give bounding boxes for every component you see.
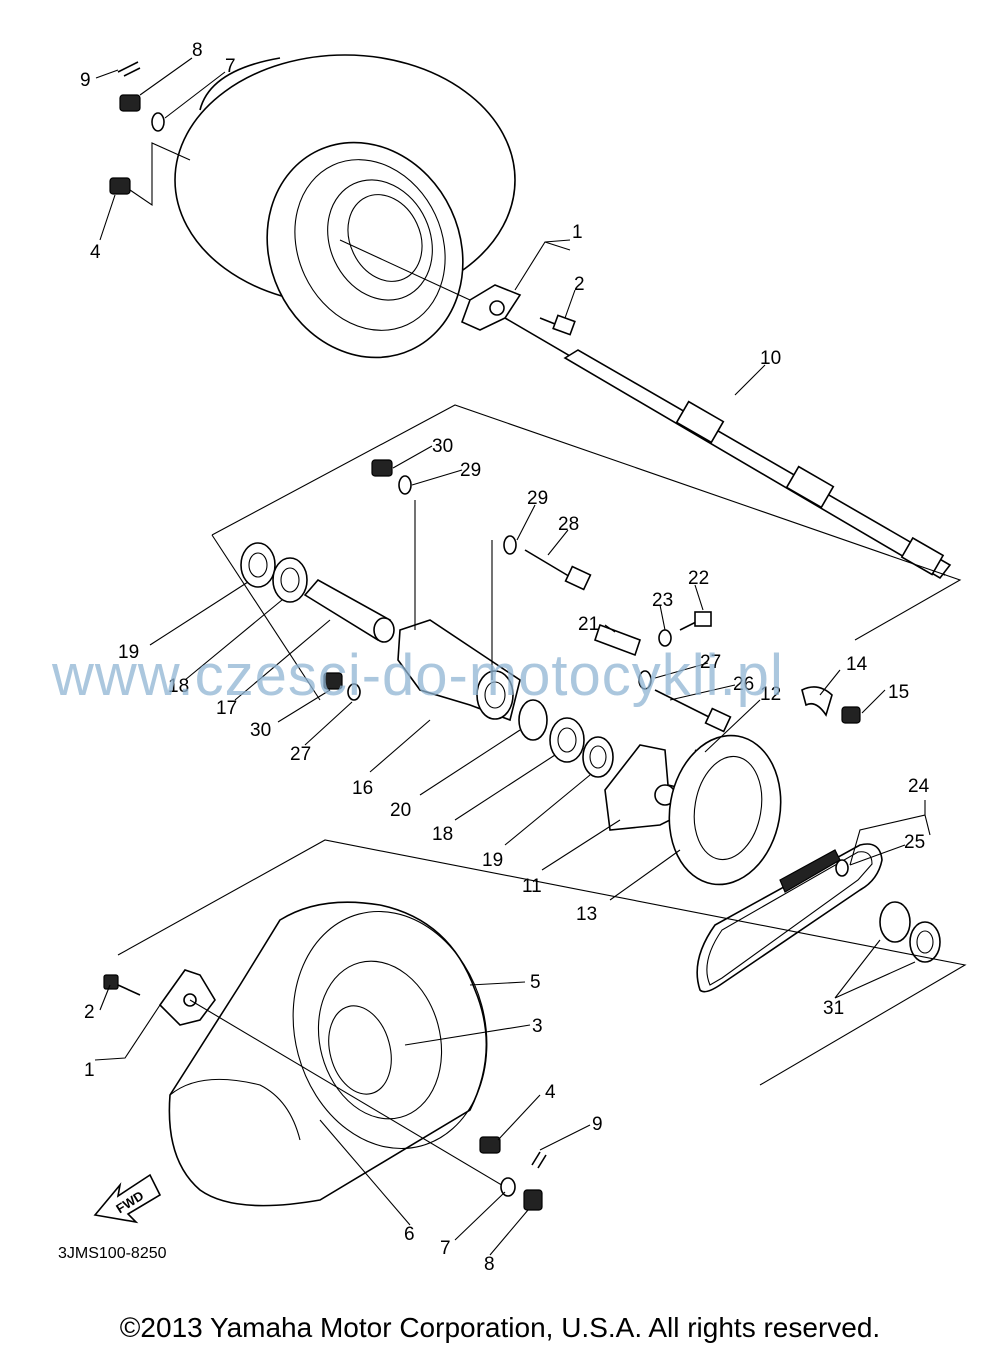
callout-19-middle: 19 [482,850,503,871]
washer-mid [503,535,517,555]
copyright-notice: ©2013 Yamaha Motor Corporation, U.S.A. A… [119,1312,881,1343]
callout-20: 20 [390,800,411,821]
callout-23: 23 [652,590,673,611]
callout-1-upper: 1 [572,222,583,243]
assembly-frame-middle [211,404,962,641]
washer-upper [151,112,165,132]
callout-1-lower: 1 [84,1060,95,1081]
oil-seal-middle [582,736,614,778]
callout-8-lower: 8 [484,1254,495,1275]
callouts: 9 8 7 4 1 2 10 30 29 29 28 22 23 21 27 2… [80,40,930,1275]
nut-lower [479,1136,501,1154]
catalog-code: 3JMS100-8250 [58,1245,167,1262]
upper-tire [174,54,516,359]
axle-nut-upper [119,94,141,112]
callout-12: 12 [760,684,781,705]
callout-29-top: 29 [460,460,481,481]
nut-left [323,672,343,690]
callout-22: 22 [688,568,709,589]
callout-31: 31 [823,998,844,1019]
callout-8-upper: 8 [192,40,203,61]
callout-11: 11 [522,876,542,897]
callout-4-lower: 4 [545,1082,556,1103]
bolt-adjuster [654,689,732,733]
nut-upper [109,142,191,207]
cotter-pin-lower [531,1151,547,1169]
oil-seal-left [272,557,308,603]
adjuster-plate [593,623,642,657]
callout-2-lower: 2 [84,1002,95,1023]
callout-25: 25 [904,832,925,853]
sprocket [668,734,782,886]
bolt-long [524,549,592,591]
callout-16: 16 [352,778,373,799]
callout-26: 26 [733,674,754,695]
nut-top [371,459,393,477]
bolt-short [679,611,712,631]
callout-18-middle: 18 [432,824,453,845]
callout-28: 28 [558,514,579,535]
callout-27-left: 27 [290,744,311,765]
axle-housing [397,500,521,722]
callout-4-upper: 4 [90,242,101,263]
callout-3: 3 [532,1016,543,1037]
hub-bolt-upper [539,314,576,336]
callout-7-lower: 7 [440,1238,451,1259]
callout-9-lower: 9 [592,1114,603,1135]
fwd-arrow-icon: FWD [93,1173,162,1224]
watermark: www.czesci-do-motocykli.pl [51,643,784,708]
callout-30-top: 30 [432,436,453,457]
washer-lower [500,1177,516,1197]
rear-axle [504,317,952,580]
callout-17: 17 [216,698,237,719]
collar-middle [518,699,548,741]
callout-10: 10 [760,348,781,369]
callout-18-left: 18 [168,676,189,697]
callout-30-left: 30 [250,720,271,741]
callout-14: 14 [846,654,868,675]
lock-nut-b [909,921,941,963]
callout-6: 6 [404,1224,415,1245]
chain-clip [835,859,849,877]
lock-nut-a [879,901,911,943]
bearing-left [240,542,276,588]
callout-24: 24 [908,776,930,797]
washer-left [347,683,361,701]
nut-clamp [841,706,861,724]
callout-7-upper: 7 [225,56,236,77]
callout-13: 13 [576,904,597,925]
clamp [801,686,833,717]
drive-chain [696,843,883,993]
leader-lines [94,57,931,1256]
callout-29-mid: 29 [527,488,548,509]
lower-tire [168,901,488,1207]
callout-2-upper: 2 [574,274,585,295]
bearing-middle [549,717,585,763]
callout-9-upper: 9 [80,70,91,91]
washer-top [398,475,412,495]
wheel-hub-upper [460,284,522,331]
assembly-frame-lower [117,839,967,1086]
hub-bolt-lower [103,974,141,996]
callout-21: 21 [578,614,599,635]
callout-15: 15 [888,682,909,703]
castle-nut-lower [523,1189,543,1211]
cotter-pin-upper [117,61,141,77]
collar [303,578,395,643]
callout-5: 5 [530,972,541,993]
callout-19-left: 19 [118,642,139,663]
wheel-hub-lower [158,969,511,1191]
callout-27-right: 27 [700,652,721,673]
washer-right [638,670,652,690]
